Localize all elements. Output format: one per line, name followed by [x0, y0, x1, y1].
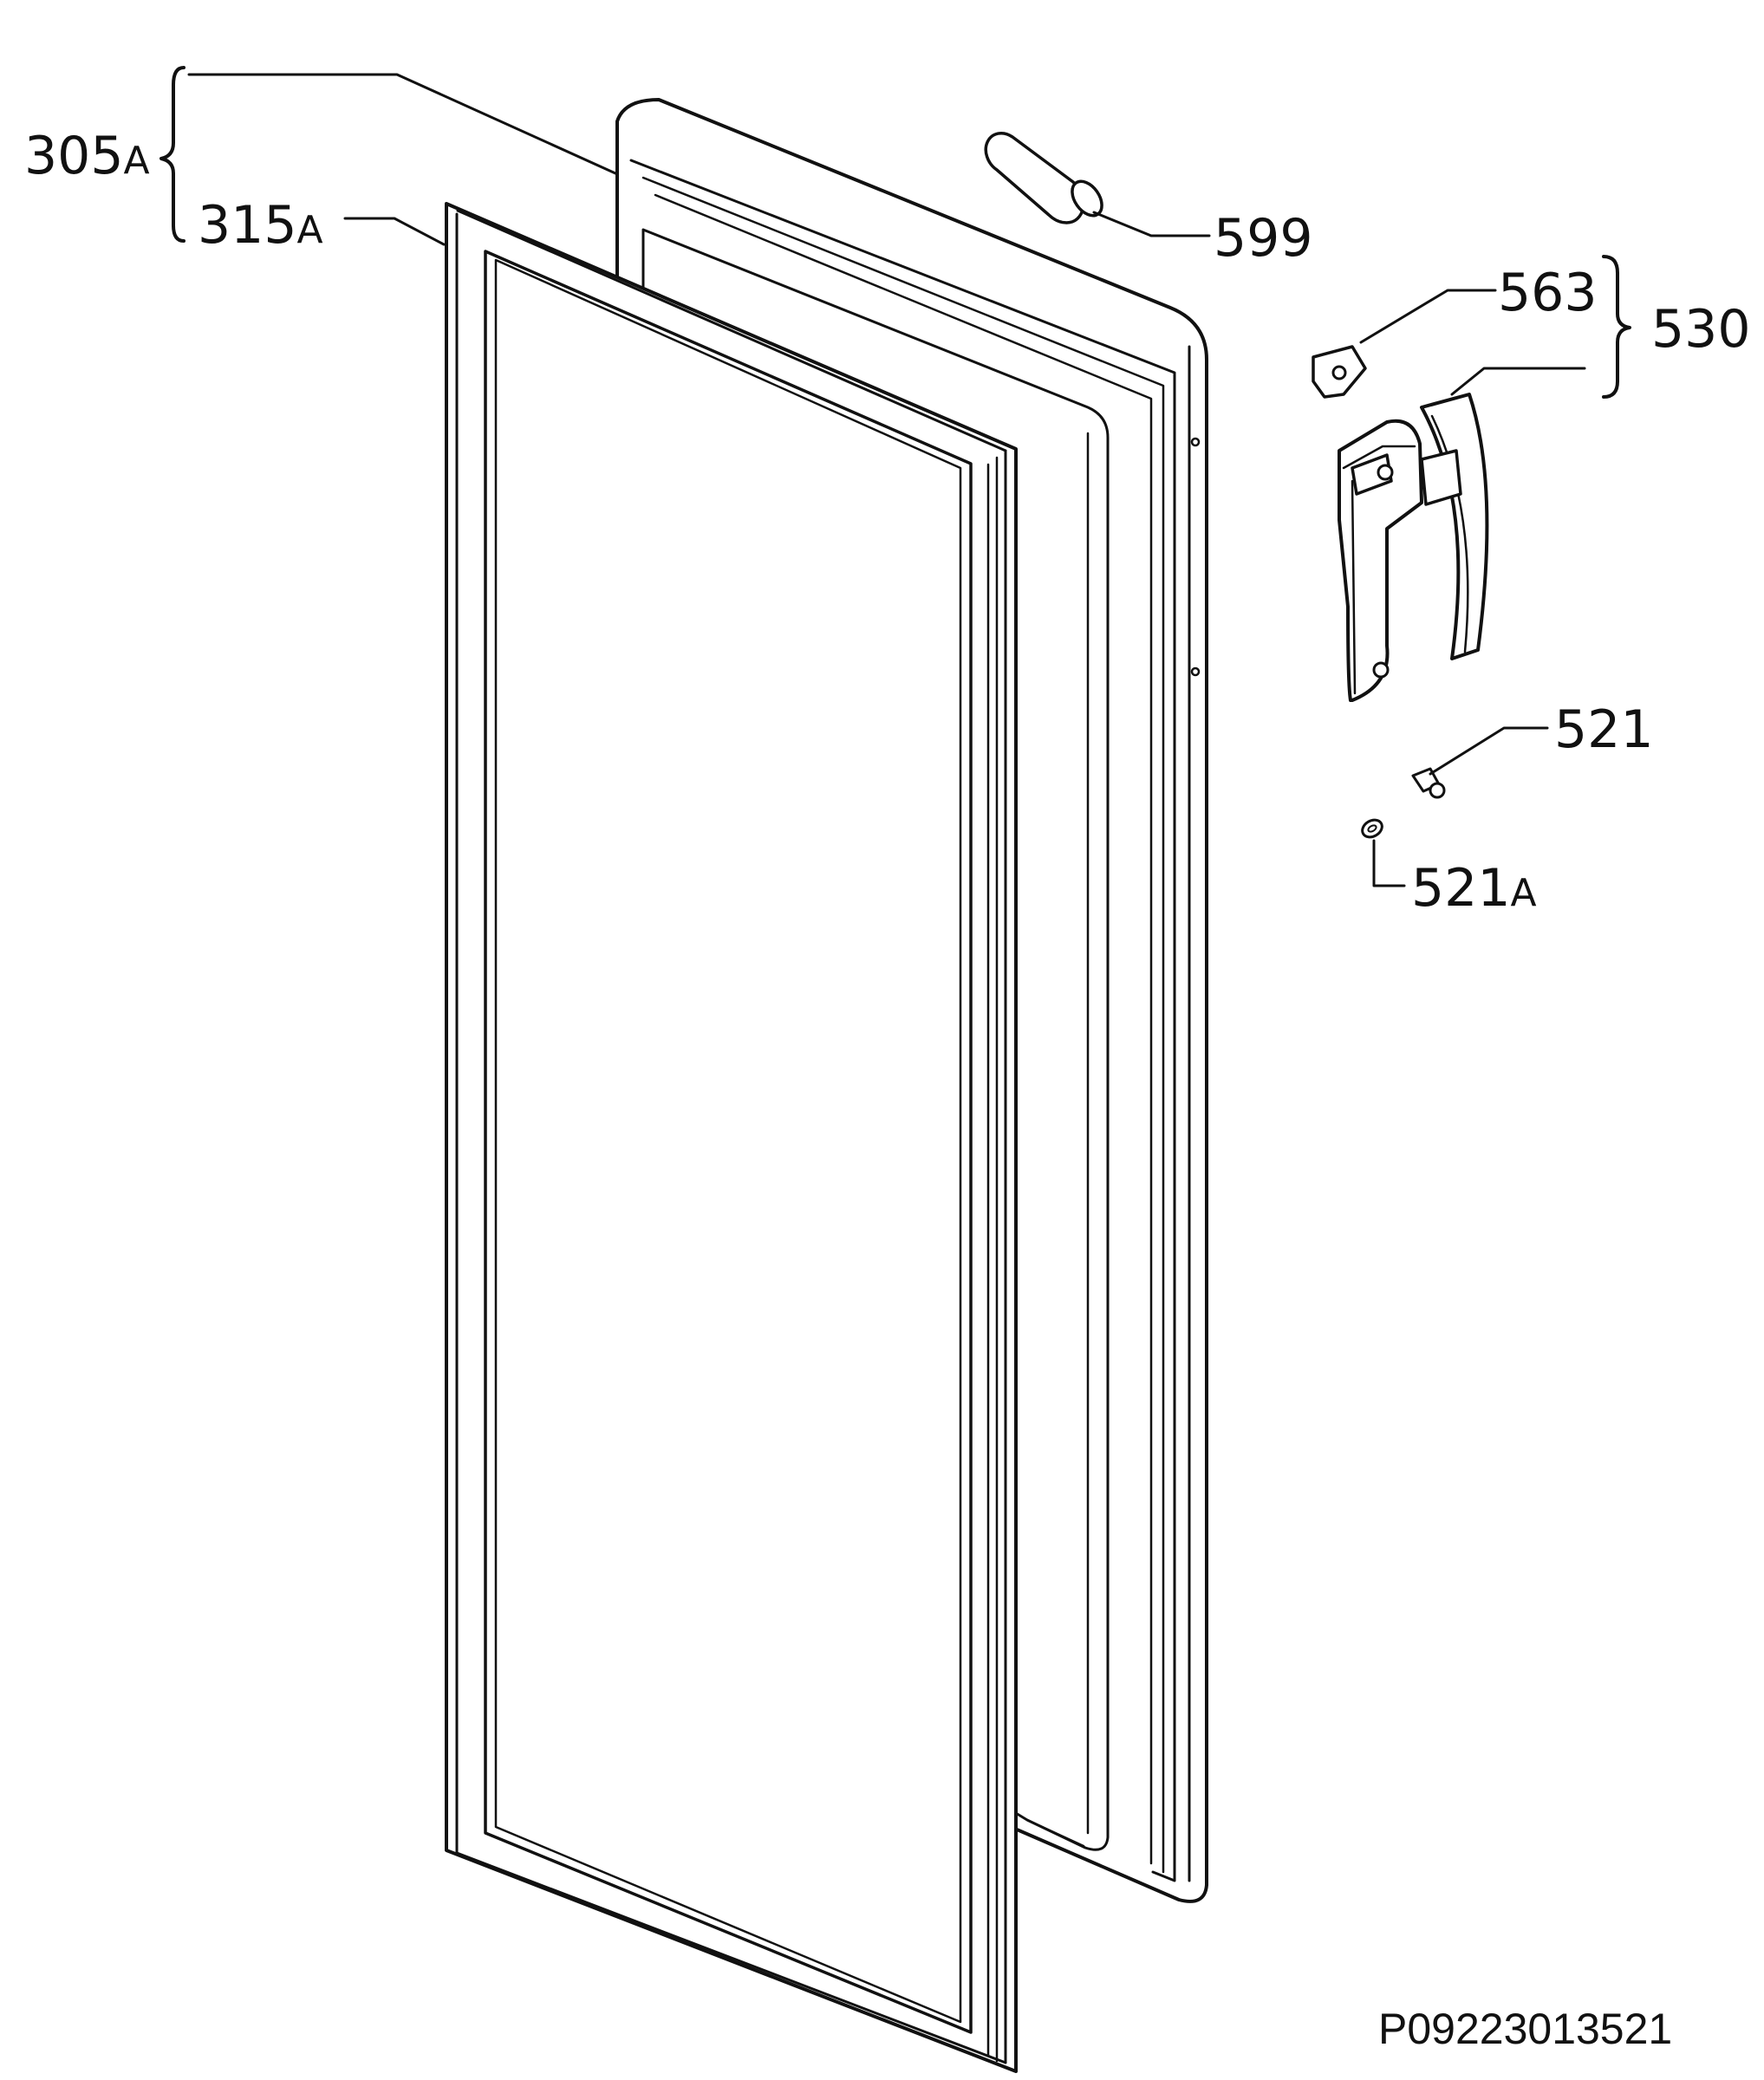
label-563: 563 [1498, 263, 1598, 323]
brace-530 [1602, 255, 1631, 399]
leader-599 [1092, 211, 1211, 237]
label-305a: 305A [24, 126, 150, 186]
drawing-code: P09223013521 [1378, 2005, 1672, 2053]
leader-521 [1429, 726, 1549, 776]
leader-305a [187, 73, 617, 175]
leader-315a [343, 217, 446, 246]
brace-305a [159, 66, 186, 243]
label-521a: 521A [1411, 858, 1537, 919]
label-530: 530 [1651, 299, 1751, 360]
label-521: 521 [1554, 699, 1654, 760]
door-handle [1338, 393, 1489, 702]
part-521-screw [1411, 767, 1446, 799]
leader-521a [1372, 839, 1406, 887]
part-599-cylinder [984, 132, 1103, 224]
leader-lines [159, 66, 1631, 887]
part-labels: 305A 315A 599 563 530 521 521A P09223013… [24, 126, 1751, 2053]
door-gasket [445, 202, 1018, 2073]
leader-563 [1359, 289, 1497, 344]
part-521a-washer [1361, 818, 1383, 839]
label-599: 599 [1214, 208, 1313, 269]
part-563-clip [1312, 345, 1367, 399]
label-315a: 315A [198, 195, 323, 256]
leader-handle [1450, 367, 1586, 396]
